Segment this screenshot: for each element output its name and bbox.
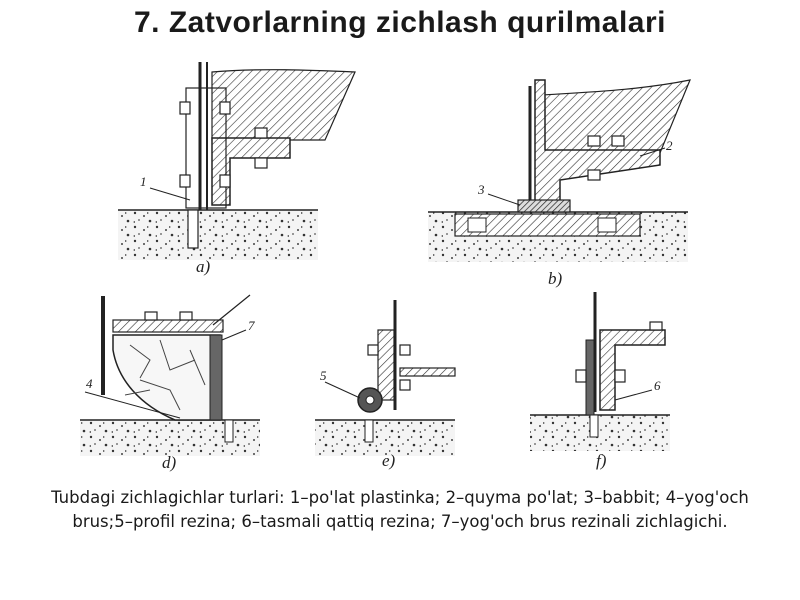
figure-caption: Tubdagi zichlagichlar turlari: 1–po'lat … (51, 488, 749, 531)
panel-f-callout-6: 6 (654, 378, 661, 393)
panel-e-concrete (315, 420, 455, 456)
panel-f-rubber-strip (585, 339, 595, 416)
panel-d-label: d) (162, 453, 177, 472)
panel-f-bolts (575, 321, 663, 383)
panel-d-callout-7: 7 (248, 318, 255, 333)
panel-d-bolts (144, 311, 193, 321)
panel-b: 2 3 b) (428, 79, 691, 288)
panel-f-angle (599, 329, 666, 411)
panel-a-tee-beam (211, 137, 291, 206)
panel-a-label: a) (196, 257, 211, 276)
panel-b-babbit (517, 199, 571, 213)
panel-a-seal-plate (185, 87, 227, 209)
panel-d: 4 7 d) (80, 294, 260, 472)
panel-d-top-angle (112, 319, 224, 333)
panel-d-rubber-strip (209, 334, 223, 421)
panel-a-bolts (179, 101, 268, 188)
slide-title: 7. Zatvorlarning zichlash qurilmalari (134, 6, 666, 39)
panel-f: 6 f) (530, 292, 670, 470)
panel-e-bolts (367, 344, 411, 391)
panel-e-callout-5: 5 (320, 368, 327, 383)
panel-e-label: e) (382, 451, 396, 470)
panel-b-embedded-frame (454, 213, 641, 237)
panel-e-beam (399, 367, 456, 377)
panel-b-gate-body (541, 79, 691, 166)
panel-b-bolts (587, 135, 625, 181)
panel-a: 1 a) (118, 62, 356, 276)
panel-d-timber-beam (112, 334, 221, 421)
panel-b-callout-2: 2 (666, 138, 673, 153)
panel-a-embedded-plate (187, 209, 199, 249)
panel-e: 5 e) (315, 300, 456, 470)
panel-a-callout-1: 1 (140, 174, 147, 189)
panel-b-label: b) (548, 269, 563, 288)
panel-a-concrete (118, 210, 318, 260)
panel-a-gate-body (211, 69, 356, 141)
panel-f-label: f) (596, 451, 607, 470)
panel-e-clamp (377, 329, 395, 401)
panel-d-callout-4: 4 (86, 376, 93, 391)
panel-f-concrete (530, 415, 670, 451)
panel-b-callout-3: 3 (477, 182, 485, 197)
